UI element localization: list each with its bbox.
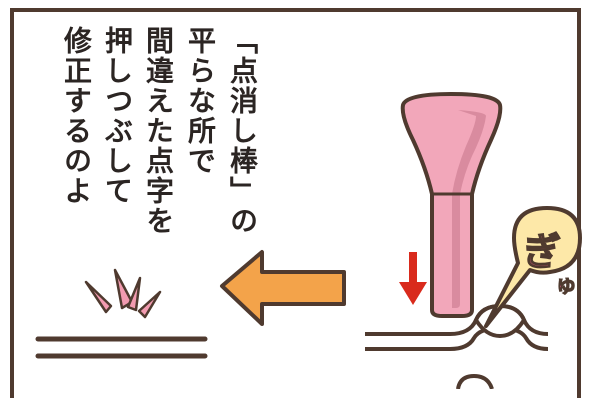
dotting-tool-icon [400,92,503,318]
manga-panel-stage: 「点消し棒」の 平らな所で 間違えた点字を 押しつぶして 修正するのよ [10,8,582,398]
speech-bubble-icon: ぎ ゅ [484,206,582,328]
flattened-paper-icon [35,336,208,359]
caption-line-3: 間違えた点字を [142,26,175,236]
caption-line-4: 押しつぶして [101,26,134,206]
caption-line-1: 「点消し棒」の [226,26,259,236]
left-arrow-icon [220,250,346,326]
partial-bubble-icon [456,373,494,389]
caption-line-5: 修正するのよ [60,26,93,206]
illustration: ぎ ゅ [35,92,582,389]
caption-line-2: 平らな所で [184,26,217,176]
down-arrow-icon [399,252,427,305]
spark-icon [84,268,162,319]
sound-effect-yu: ゅ [555,273,577,298]
sound-effect-gi: ぎ [523,230,561,274]
